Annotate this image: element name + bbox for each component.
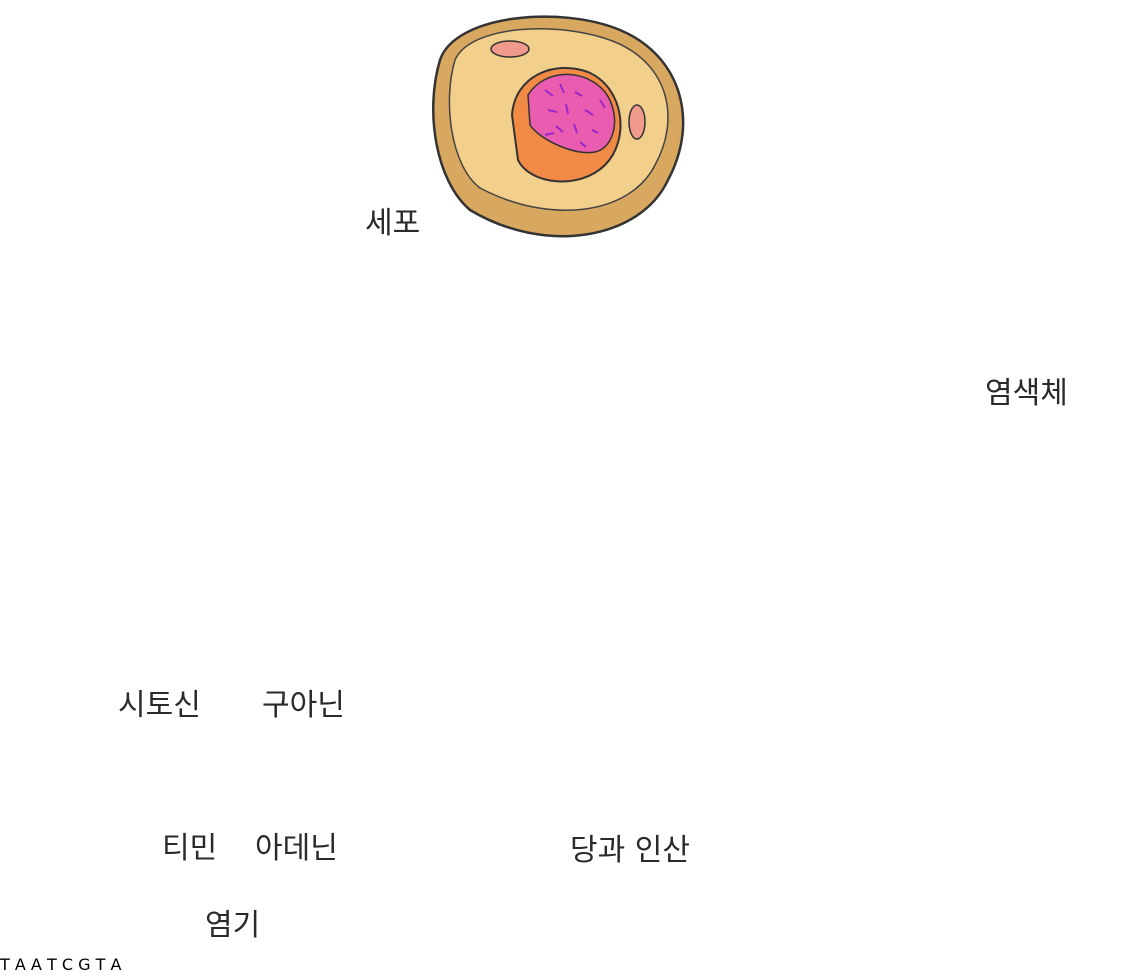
diagram: T A A T C G T A 세포 염색체 시토신 구아닌 티민 아데닌 (0, 0, 1128, 951)
base-pair: A T (31, 955, 62, 974)
organelle (629, 105, 645, 139)
dna-structure-illustration (0, 0, 1128, 951)
base-letter: C (62, 955, 73, 974)
base-letter: G (78, 955, 90, 974)
organelle (491, 41, 529, 57)
base-letter: A (110, 955, 121, 974)
label-cytosine: 시토신 (118, 680, 201, 724)
label-adenine: 아데닌 (255, 823, 338, 867)
base-letter: A (31, 955, 42, 974)
dna-ladder: T A A T C G T A (0, 955, 121, 974)
label-thymine: 티민 (162, 823, 217, 867)
label-chromosome: 염색체 (985, 368, 1068, 412)
base-pair: T A (96, 955, 122, 974)
label-guanine: 구아닌 (262, 680, 345, 724)
base-letter: T (0, 955, 10, 974)
label-cell: 세포 (365, 198, 420, 242)
base-letter: T (96, 955, 106, 974)
base-letter: T (47, 955, 57, 974)
base-pair: C G (62, 955, 96, 974)
right-backbone: T A A T C G T A (0, 955, 121, 974)
label-sugar-phosphate: 당과 인산 (570, 825, 690, 869)
left-backbone: T A A T C G T A (0, 955, 121, 974)
chromatin-strand: T A A T C G T A 세포 염색체 시토신 구아닌 티민 아데닌 (0, 955, 121, 974)
label-bases: 염기 (205, 900, 260, 944)
base-letter: A (15, 955, 26, 974)
cell-illustration (433, 17, 683, 237)
base-pair: T A (0, 955, 31, 974)
